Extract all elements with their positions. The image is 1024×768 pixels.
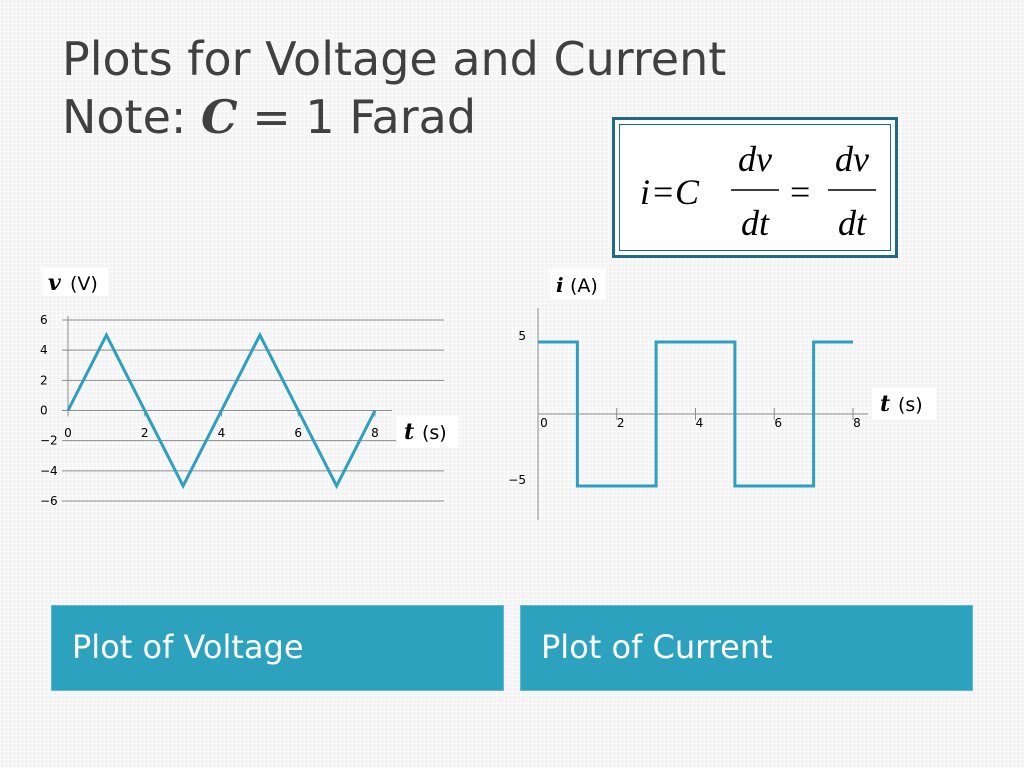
voltage-y-tick-label: −4	[40, 464, 58, 478]
voltage-series-line	[66, 331, 377, 490]
current-xlabel-unit: (s)	[898, 394, 923, 416]
voltage-x-tick-label: 2	[141, 426, 149, 440]
current-y-tick-label: 5	[518, 329, 526, 343]
title-note-prefix: Note:	[62, 90, 202, 144]
voltage-y-tick-label: 4	[40, 343, 48, 357]
voltage-axes	[62, 316, 392, 416]
voltage-x-tick-label: 0	[64, 426, 72, 440]
formula-cap-var: C	[675, 172, 700, 212]
formula-box: i = C dv dt = dv dt	[612, 117, 898, 258]
formula-numerator-1: dv	[738, 139, 772, 179]
voltage-ylabel-var: v	[48, 270, 61, 296]
current-x-tick-label: 0	[540, 416, 548, 430]
voltage-xlabel-var: t	[404, 419, 414, 445]
current-axes	[537, 308, 868, 520]
voltage-xlabel-bg	[396, 416, 458, 448]
voltage-caption-box: Plot of Voltage	[51, 605, 504, 691]
formula-numerator-2: dv	[835, 139, 869, 179]
current-caption-label: Plot of Current	[541, 628, 773, 666]
current-xlabel-var: t	[880, 391, 890, 417]
slide-title: Plots for Voltage and Current Note: C = …	[62, 30, 726, 146]
current-x-tick-label: 6	[774, 416, 782, 430]
voltage-y-tick-label: 0	[40, 404, 48, 418]
voltage-y-tick-label: 6	[40, 313, 48, 327]
voltage-y-ticks: 6 4 2 0 −2 −4 −6	[40, 313, 58, 508]
current-ylabel-bg	[550, 269, 606, 299]
voltage-x-tick-label: 4	[218, 426, 226, 440]
current-y-tick-label: −5	[508, 473, 526, 487]
current-y-ticks: 5 −5	[508, 329, 526, 487]
voltage-x-tick-label: 8	[371, 426, 379, 440]
title-note-suffix: = 1 Farad	[237, 90, 477, 144]
voltage-y-tick-label: −6	[40, 494, 58, 508]
current-series-line	[538, 340, 853, 488]
current-x-tick-label: 4	[696, 416, 704, 430]
voltage-x-tick-label: 6	[294, 426, 302, 440]
current-x-ticks: 0 2 4 6 8	[540, 408, 861, 430]
voltage-ylabel-bg	[42, 268, 108, 296]
voltage-y-tick-label: 2	[40, 373, 48, 387]
formula-current-var: i	[640, 172, 650, 212]
current-xlabel-bg	[872, 388, 936, 420]
formula-equation: i = C dv dt = dv dt	[640, 139, 876, 243]
formula-inner-frame: i = C dv dt = dv dt	[619, 124, 891, 251]
voltage-grid	[62, 319, 444, 502]
title-capacitance-var: C	[201, 90, 238, 144]
formula-denominator-1: dt	[741, 203, 770, 243]
current-x-tick-label: 2	[617, 416, 625, 430]
formula-equals-2: =	[790, 172, 810, 212]
formula-denominator-2: dt	[838, 203, 867, 243]
voltage-ylabel-unit: (V)	[70, 273, 98, 295]
current-series	[538, 340, 853, 488]
title-line-1: Plots for Voltage and Current	[62, 32, 727, 86]
current-ylabel-var: i	[556, 273, 564, 297]
current-ylabel-unit: (A)	[570, 275, 598, 297]
voltage-caption-label: Plot of Voltage	[72, 628, 304, 666]
voltage-y-tick-label: −2	[40, 434, 58, 448]
voltage-xlabel-unit: (s)	[422, 422, 447, 444]
voltage-series	[66, 331, 377, 490]
title-line-2: Note: C = 1 Farad	[62, 88, 726, 146]
current-caption-box: Plot of Current	[520, 605, 973, 691]
current-x-tick-label: 8	[853, 416, 861, 430]
formula-equals-1: =	[653, 172, 673, 212]
